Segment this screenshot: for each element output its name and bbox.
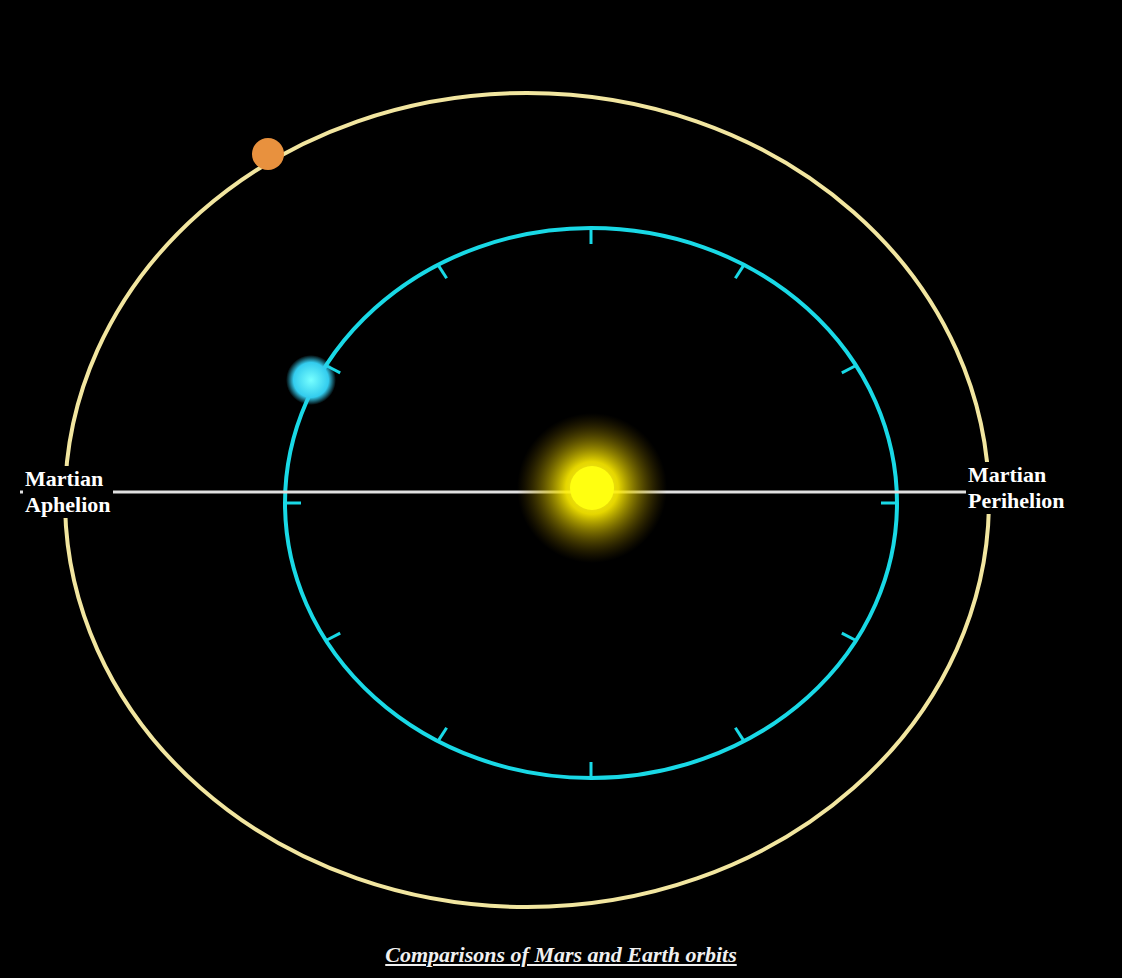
mars-planet	[252, 138, 284, 170]
apsis-label: Martian Perihelion	[966, 462, 1067, 514]
sun-glow	[517, 413, 667, 563]
month-tick	[438, 728, 447, 741]
month-tick	[842, 366, 856, 373]
month-tick	[842, 633, 856, 640]
apsis-label: Martian Aphelion	[23, 466, 113, 518]
earth-planet	[286, 355, 336, 405]
mars-orbit	[65, 93, 989, 907]
month-tick	[735, 728, 744, 741]
month-tick	[285, 502, 301, 505]
month-tick	[735, 265, 744, 278]
apsis-line	[20, 491, 978, 494]
month-tick	[326, 633, 340, 640]
month-tick	[590, 228, 593, 244]
month-tick	[438, 265, 447, 278]
month-ticks	[285, 228, 897, 778]
figure-caption: Comparisons of Mars and Earth orbits	[0, 942, 1122, 968]
sun	[570, 466, 614, 510]
earth-orbit	[285, 228, 897, 778]
month-tick	[590, 762, 593, 778]
month-tick	[881, 502, 897, 505]
